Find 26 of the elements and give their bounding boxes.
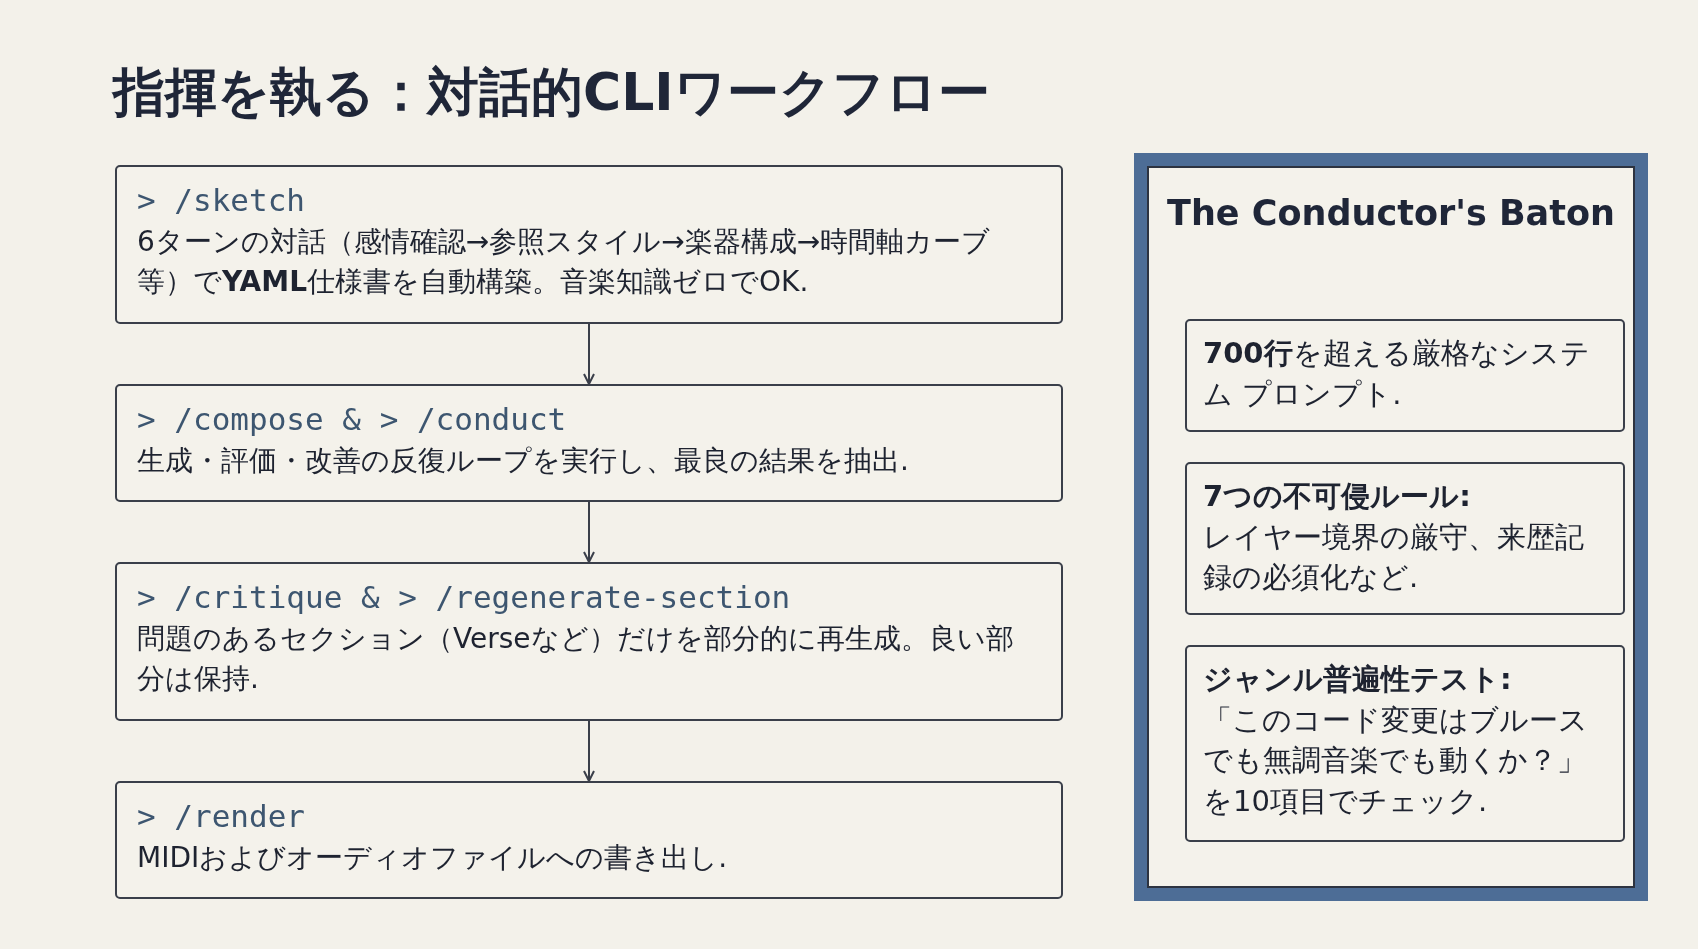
- command-text: > /render: [137, 797, 306, 836]
- panel-heading: The Conductor's Baton: [1166, 192, 1616, 234]
- arrow: [583, 501, 595, 563]
- command-box: [115, 165, 1063, 324]
- rule-heading: ジャンル普遍性テスト:: [1203, 661, 1513, 698]
- rule-text: 700行を超える厳格なシステム プロンプト.: [1203, 335, 1591, 413]
- rule-heading: 7つの不可侵ルール:: [1203, 478, 1472, 515]
- slide-title: 指揮を執る：対話的CLIワークフロー: [113, 61, 990, 124]
- command-text: > /sketch: [137, 181, 306, 220]
- rule-text: 「このコード変更はブルースでも無調音楽でも動くか？」を10項目でチェック.: [1203, 701, 1589, 820]
- description-text: 問題のあるセクション（Verseなど）だけを部分的に再生成。良い部分は保持.: [137, 620, 1015, 698]
- arrow: [583, 323, 595, 385]
- arrow: [583, 720, 595, 782]
- command-box: [115, 562, 1063, 721]
- rule-card: [1185, 645, 1625, 842]
- description-text: 生成・評価・改善の反復ループを実行し、最良の結果を抽出.: [137, 442, 910, 479]
- rule-card: [1185, 319, 1625, 432]
- command-box: [115, 384, 1063, 502]
- command-text: > /critique & > /regenerate-section: [137, 578, 792, 617]
- description-text: 6ターンの対話（感情確認→参照スタイル→楽器構成→時間軸カーブ等）でYAML仕様書を自動構築。音楽知識ゼロでOK.: [137, 223, 992, 301]
- description-text: MIDIおよびオーディオファイルへの書き出し.: [137, 839, 729, 876]
- side-panel: [1134, 153, 1648, 901]
- rule-text: レイヤー境界の厳守、来歴記録の必須化など.: [1203, 518, 1585, 597]
- rule-card: [1185, 462, 1625, 615]
- command-box: [115, 781, 1063, 899]
- command-text: > /compose & > /conduct: [137, 400, 568, 439]
